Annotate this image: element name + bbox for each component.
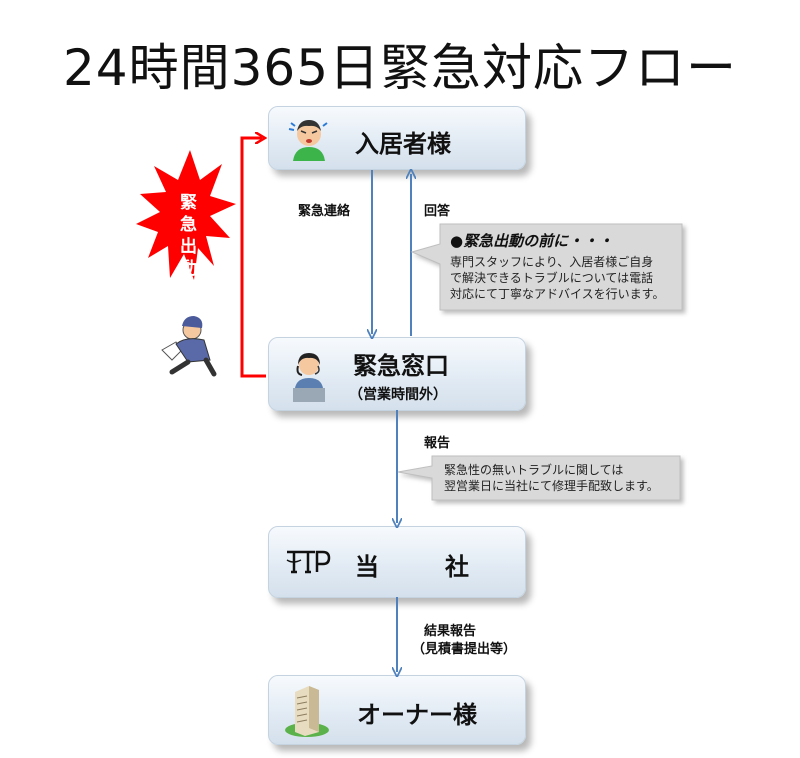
node-company-label-b: 社 [445, 553, 469, 581]
node-resident: 入居者様 [268, 106, 526, 170]
node-resident-label: 入居者様 [355, 130, 451, 158]
burst-char-1: 緊 [180, 193, 197, 213]
edge-label-result-sub: （見積書提出等） [412, 642, 517, 657]
running-worker-icon [161, 316, 217, 377]
edge-label-contact: 緊急連絡 [298, 204, 351, 219]
note-first-line-1: 専門スタッフにより、入居者様ご自身 [450, 255, 654, 269]
node-emergency-sublabel: （営業時間外） [349, 387, 447, 403]
node-owner: オーナー様 [268, 675, 526, 745]
node-owner-label: オーナー様 [357, 701, 477, 729]
company-logo-icon [286, 550, 331, 574]
page-title: 24時間365日緊急対応フロー [62, 39, 738, 97]
node-company: 当 社 [268, 526, 526, 598]
note-first-heading: ●緊急出動の前に・・・ [450, 232, 614, 250]
node-emergency: 緊急窓口 （営業時間外） [268, 337, 526, 411]
burst-char-2: 急 [180, 215, 197, 235]
note-second-line-2: 翌営業日に当社にて修理手配致します。 [444, 479, 659, 493]
burst-char-4: 動 [180, 259, 197, 279]
edge-label-answer: 回答 [424, 204, 451, 219]
note-second-callout [397, 455, 681, 501]
operator-icon [293, 353, 325, 402]
note-first-line-3: 対応にて丁寧なアドバイスを行います。 [450, 287, 665, 301]
edge-label-result: 結果報告 [424, 624, 477, 639]
building-icon [285, 686, 329, 737]
node-company-label-a: 当 [355, 553, 379, 581]
note-second-line-1: 緊急性の無いトラブルに関しては [444, 463, 624, 477]
burst-char-3: 出 [180, 237, 197, 257]
worried-person-icon [288, 120, 328, 161]
arrow-emergency-dispatch [240, 138, 266, 378]
note-first-callout [410, 223, 683, 311]
emergency-burst-shape [136, 150, 236, 280]
node-emergency-label: 緊急窓口 [353, 352, 449, 380]
edge-label-report: 報告 [424, 436, 451, 451]
note-first-line-2: で解決できるトラブルについては電話 [450, 271, 654, 285]
